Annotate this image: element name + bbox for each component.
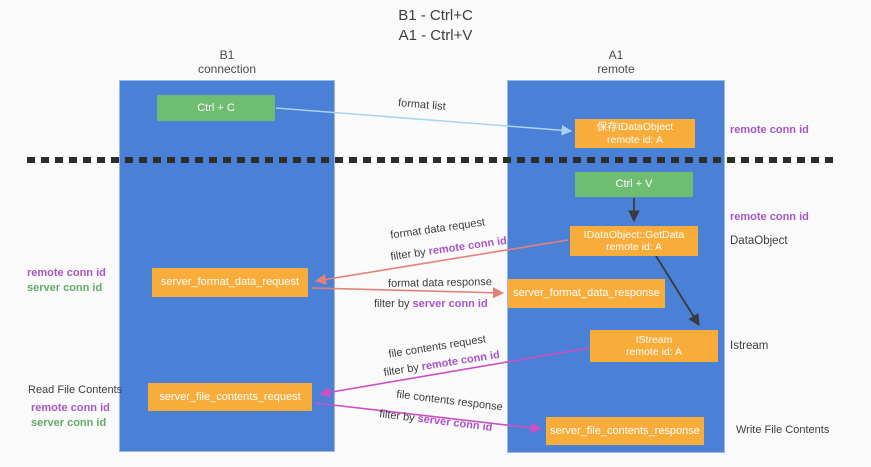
diagram-title-line1: B1 - Ctrl+C xyxy=(398,7,473,24)
label-remote-conn-id-mid-right: remote conn id xyxy=(730,211,809,223)
diagram-title-line2: A1 - Ctrl+V xyxy=(398,27,473,44)
box-server-file-contents-response: server_file_contents_response xyxy=(546,417,704,445)
box-istream: IStream remote id: A xyxy=(590,330,718,362)
server-conn-id-text: server conn id xyxy=(416,412,494,434)
label-filter-server-conn-id-file: filter by server conn id xyxy=(379,408,493,434)
box-server-file-contents-request-label: server_file_contents_request xyxy=(159,390,301,403)
filter-by-text: filter by xyxy=(374,298,413,310)
box-save-idataobject-line2: remote id: A xyxy=(606,133,664,146)
box-server-format-data-request-label: server_format_data_request xyxy=(160,276,300,289)
box-server-file-contents-response-label: server_file_contents_response xyxy=(550,424,700,437)
box-idataobject-getdata: IDataObject::GetData remote id: A xyxy=(570,226,698,256)
label-conn-ids-left-mid: remote conn id server conn id xyxy=(27,266,106,296)
box-idataobject-getdata-line2: remote id: A xyxy=(605,241,663,253)
label-istream: Istream xyxy=(730,340,769,352)
column-b1-role: connection xyxy=(197,62,257,76)
box-server-format-data-response: server_format_data_response xyxy=(508,279,665,308)
filter-by-text: filter by xyxy=(378,408,419,425)
label-dataobject: DataObject xyxy=(730,235,788,247)
column-header-b1: B1 connection xyxy=(119,48,335,76)
box-server-format-data-response-label: server_format_data_response xyxy=(513,287,660,300)
box-istream-line1: IStream xyxy=(635,333,673,346)
box-server-file-contents-request: server_file_contents_request xyxy=(148,383,312,411)
box-ctrl-c: Ctrl + C xyxy=(157,95,275,121)
filter-by-text: filter by xyxy=(382,361,423,380)
label-conn-ids-left-bottom: remote conn id server conn id xyxy=(31,401,110,431)
label-filter-server-conn-id-format: filter by server conn id xyxy=(374,298,488,310)
box-istream-line2: remote id: A xyxy=(625,346,683,358)
label-remote-conn-id-top-right: remote conn id xyxy=(730,124,809,136)
box-server-format-data-request: server_format_data_request xyxy=(152,268,308,297)
server-conn-id-text: server conn id xyxy=(412,298,488,310)
label-format-data-request: format data request xyxy=(389,216,486,242)
filter-by-text: filter by xyxy=(389,245,430,264)
divider-dashed-line xyxy=(27,157,833,163)
box-ctrl-v: Ctrl + V xyxy=(575,172,693,197)
label-write-file-contents: Write File Contents xyxy=(736,424,830,436)
label-file-contents-response: file contents response xyxy=(395,388,504,414)
box-save-idataobject: 保存IDataObject remote id: A xyxy=(575,119,695,148)
box-ctrl-v-label: Ctrl + V xyxy=(615,178,653,191)
column-header-a1: A1 remote xyxy=(507,48,725,76)
label-format-list: format list xyxy=(397,97,447,113)
label-format-data-response: format data response xyxy=(387,276,493,290)
column-b1-name: B1 xyxy=(219,48,235,62)
box-ctrl-c-label: Ctrl + C xyxy=(197,101,235,114)
column-a1-role: remote xyxy=(597,62,635,76)
label-server-conn-id-left-bottom: server conn id xyxy=(31,417,107,429)
label-remote-conn-id-left-bottom: remote conn id xyxy=(31,402,110,414)
box-idataobject-getdata-line1: IDataObject::GetData xyxy=(583,228,685,241)
remote-conn-id-text: remote conn id xyxy=(427,234,508,258)
label-server-conn-id-left: server conn id xyxy=(27,282,103,294)
label-read-file-contents: Read File Contents xyxy=(28,384,123,396)
diagram-title: B1 - Ctrl+C A1 - Ctrl+V xyxy=(0,6,871,46)
column-a1-name: A1 xyxy=(608,48,624,62)
box-save-idataobject-line1: 保存IDataObject xyxy=(596,121,674,133)
label-remote-conn-id-left: remote conn id xyxy=(27,267,106,279)
